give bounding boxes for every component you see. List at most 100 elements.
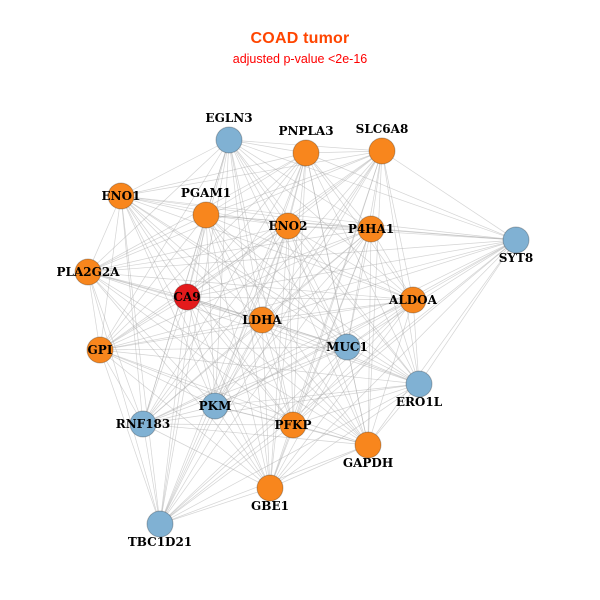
edge-ENO1-CA9 (120, 195, 188, 298)
node-label-SLC6A8: SLC6A8 (356, 122, 409, 136)
edge-SYT8-RNF183 (142, 239, 517, 425)
edge-P4HA1-TBC1D21 (159, 228, 372, 525)
edge-SLC6A8-ALDOA (381, 150, 414, 301)
edge-ERO1L-GBE1 (269, 383, 420, 489)
edge-PGAM1-ALDOA (205, 214, 414, 301)
edge-P4HA1-GPI (99, 228, 372, 351)
node-ENO1 (107, 182, 135, 210)
edge-EGLN3-ERO1L (228, 139, 420, 385)
node-label-ERO1L: ERO1L (396, 395, 443, 409)
edge-GPI-TBC1D21 (99, 349, 161, 525)
edge-PGAM1-ENO2 (205, 214, 289, 227)
node-PKM (201, 392, 229, 420)
edge-SLC6A8-GPI (99, 150, 383, 351)
edge-EGLN3-PFKP (228, 139, 294, 426)
edge-SLC6A8-LDHA (261, 150, 383, 321)
edge-EGLN3-ENO1 (120, 139, 230, 197)
edge-P4HA1-PKM (214, 228, 372, 407)
edge-P4HA1-CA9 (186, 228, 372, 298)
edge-GPI-ERO1L (99, 349, 420, 385)
edge-ALDOA-TBC1D21 (159, 299, 414, 525)
edge-EGLN3-ALDOA (228, 139, 414, 301)
edge-EGLN3-TBC1D21 (159, 139, 230, 525)
edge-ERO1L-TBC1D21 (159, 383, 420, 525)
edge-SLC6A8-ENO1 (120, 150, 383, 197)
edge-PNPLA3-PGAM1 (205, 152, 307, 216)
edge-LDHA-GAPDH (261, 319, 369, 446)
edge-SLC6A8-TBC1D21 (159, 150, 383, 525)
edge-RNF183-PFKP (142, 423, 294, 426)
edge-MUC1-GPI (99, 346, 348, 351)
edge-PGAM1-PLA2G2A (87, 214, 207, 273)
node-label-EGLN3: EGLN3 (205, 111, 252, 125)
edge-EGLN3-SYT8 (228, 139, 517, 241)
edge-GBE1-TBC1D21 (159, 487, 271, 525)
edge-SLC6A8-PGAM1 (205, 150, 383, 216)
node-label-PLA2G2A: PLA2G2A (56, 265, 120, 279)
edge-PLA2G2A-MUC1 (87, 271, 348, 348)
node-PGAM1 (192, 201, 220, 229)
edge-SLC6A8-PKM (214, 150, 383, 407)
edge-ENO2-ALDOA (287, 225, 414, 301)
edge-GPI-GAPDH (99, 349, 369, 446)
edge-ENO1-GBE1 (120, 195, 271, 489)
node-label-GAPDH: GAPDH (343, 456, 393, 470)
edge-SYT8-PFKP (292, 239, 517, 426)
edge-LDHA-TBC1D21 (159, 319, 263, 525)
edge-MUC1-TBC1D21 (159, 346, 348, 525)
plot-title: COAD tumor (250, 30, 350, 47)
edge-ENO2-ERO1L (287, 225, 420, 385)
edge-EGLN3-PNPLA3 (228, 139, 307, 154)
node-SLC6A8 (368, 137, 396, 165)
edge-EGLN3-GAPDH (228, 139, 369, 446)
edge-PGAM1-GBE1 (205, 214, 271, 489)
edge-PNPLA3-GPI (99, 152, 307, 351)
edge-ALDOA-ERO1L (412, 299, 420, 385)
edge-LDHA-GPI (99, 319, 263, 351)
node-MUC1 (333, 333, 361, 361)
edge-PLA2G2A-GAPDH (87, 271, 369, 446)
node-label-RNF183: RNF183 (116, 417, 171, 431)
node-label-TBC1D21: TBC1D21 (128, 535, 192, 549)
edge-ERO1L-GAPDH (367, 383, 420, 446)
edge-LDHA-PKM (214, 319, 263, 407)
node-label-PKM: PKM (199, 399, 232, 413)
edge-SLC6A8-P4HA1 (370, 150, 383, 230)
edge-MUC1-GAPDH (346, 346, 369, 446)
edge-ENO1-TBC1D21 (120, 195, 161, 525)
edge-LDHA-PFKP (261, 319, 294, 426)
edge-PGAM1-RNF183 (142, 214, 207, 425)
edge-SYT8-TBC1D21 (159, 239, 517, 525)
edge-ENO1-GAPDH (120, 195, 369, 446)
edge-ENO1-MUC1 (120, 195, 348, 348)
node-PFKP (279, 411, 307, 439)
node-label-GBE1: GBE1 (251, 499, 289, 513)
edge-MUC1-ERO1L (346, 346, 420, 385)
node-label-LDHA: LDHA (242, 313, 282, 327)
edge-EGLN3-GBE1 (228, 139, 271, 489)
edge-SYT8-ERO1L (418, 239, 517, 385)
edge-GPI-PKM (99, 349, 216, 407)
edge-GAPDH-GBE1 (269, 444, 369, 489)
edge-PLA2G2A-PFKP (87, 271, 294, 426)
edge-ENO1-ALDOA (120, 195, 414, 301)
edge-GPI-RNF183 (99, 349, 144, 425)
edge-MUC1-GBE1 (269, 346, 348, 489)
edge-ALDOA-PKM (214, 299, 414, 407)
edge-ERO1L-RNF183 (142, 383, 420, 425)
edge-PFKP-TBC1D21 (159, 424, 294, 525)
node-ENO2 (274, 212, 302, 240)
edge-EGLN3-GPI (99, 139, 230, 351)
node-label-PNPLA3: PNPLA3 (278, 124, 333, 138)
edge-CA9-ERO1L (186, 296, 420, 385)
edge-PLA2G2A-GBE1 (87, 271, 271, 489)
edge-ENO1-SYT8 (120, 195, 517, 241)
edge-ALDOA-LDHA (261, 299, 414, 321)
edge-P4HA1-MUC1 (346, 228, 372, 348)
edge-CA9-GPI (99, 296, 188, 351)
edge-ENO1-P4HA1 (120, 195, 372, 230)
node-LDHA (248, 306, 276, 334)
edge-PLA2G2A-GPI (87, 271, 101, 351)
edge-MUC1-PKM (214, 346, 348, 407)
